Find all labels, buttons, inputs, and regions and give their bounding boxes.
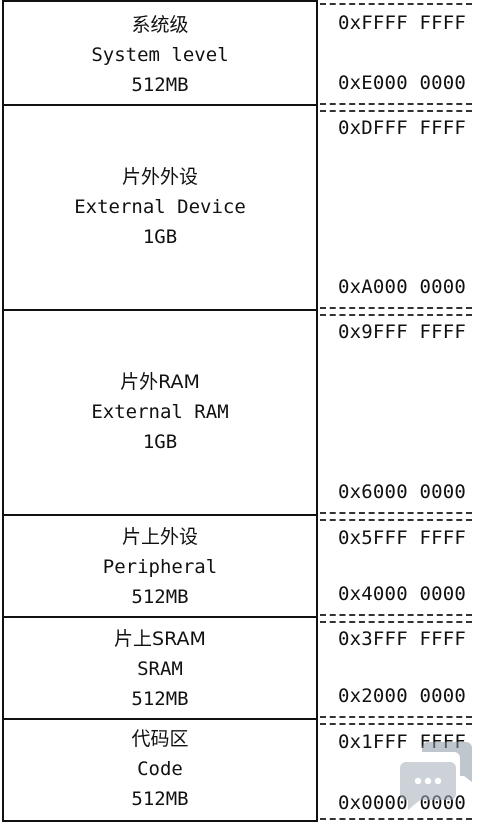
- region-name-cn: 系统级: [131, 14, 189, 36]
- region-name-cn: 代码区: [131, 728, 189, 750]
- chat-bubble-watermark-icon: [400, 742, 472, 810]
- region-name-cn: 片上外设: [121, 526, 198, 548]
- region-size: 512MB: [131, 688, 189, 710]
- region-name-en: External RAM: [91, 401, 229, 423]
- boundary-line: [320, 723, 472, 725]
- region-end-address: 0xDFFF FFFF: [338, 117, 467, 139]
- boundary-line: [320, 314, 472, 316]
- region-label: 片上外设 Peripheral 512MB: [4, 522, 316, 612]
- region-size: 1GB: [142, 431, 178, 453]
- region-end-address: 0xFFFF FFFF: [338, 12, 467, 34]
- region-name-en: Code: [137, 758, 183, 780]
- boundary-line: [320, 110, 472, 112]
- region-name-cn: 片外外设: [121, 166, 198, 188]
- region-name-en: External Device: [74, 196, 246, 218]
- region-end-address: 0x5FFF FFFF: [338, 527, 467, 549]
- region-start-address: 0x4000 0000: [338, 583, 467, 605]
- region-name-cn: 片上SRAM: [114, 628, 206, 650]
- region-start-address: 0xA000 0000: [338, 276, 467, 298]
- region-name-en: SRAM: [137, 658, 183, 680]
- region-start-address: 0x6000 0000: [338, 481, 467, 503]
- region-label: 片外RAM External RAM 1GB: [4, 367, 316, 457]
- region-name-en: Peripheral: [102, 556, 218, 578]
- region-name-cn: 片外RAM: [120, 371, 200, 393]
- boundary-line: [320, 307, 472, 309]
- region-end-address: 0x9FFF FFFF: [338, 321, 467, 343]
- region-code: 代码区 Code 512MB: [2, 720, 318, 822]
- boundary-line: [320, 818, 472, 820]
- region-start-address: 0x2000 0000: [338, 685, 467, 707]
- region-system-level: 系统级 System level 512MB: [2, 0, 318, 106]
- region-sram: 片上SRAM SRAM 512MB: [2, 618, 318, 720]
- region-label: 片上SRAM SRAM 512MB: [4, 624, 316, 714]
- region-size: 512MB: [131, 74, 189, 96]
- boundary-line: [320, 716, 472, 718]
- region-size: 512MB: [131, 788, 189, 810]
- region-label: 片外外设 External Device 1GB: [4, 162, 316, 252]
- region-label: 代码区 Code 512MB: [4, 724, 316, 814]
- boundary-line: [320, 621, 472, 623]
- region-size: 512MB: [131, 586, 189, 608]
- region-external-device: 片外外设 External Device 1GB: [2, 106, 318, 311]
- region-end-address: 0x3FFF FFFF: [338, 628, 467, 650]
- region-start-address: 0xE000 0000: [338, 72, 467, 94]
- boundary-line: [320, 512, 472, 514]
- boundary-line: [320, 614, 472, 616]
- boundary-line: [320, 519, 472, 521]
- region-external-ram: 片外RAM External RAM 1GB: [2, 311, 318, 516]
- boundary-line: [320, 3, 472, 5]
- region-name-en: System level: [91, 44, 229, 66]
- region-size: 1GB: [142, 226, 178, 248]
- boundary-line: [320, 103, 472, 105]
- region-label: 系统级 System level 512MB: [4, 10, 316, 100]
- region-peripheral: 片上外设 Peripheral 512MB: [2, 516, 318, 618]
